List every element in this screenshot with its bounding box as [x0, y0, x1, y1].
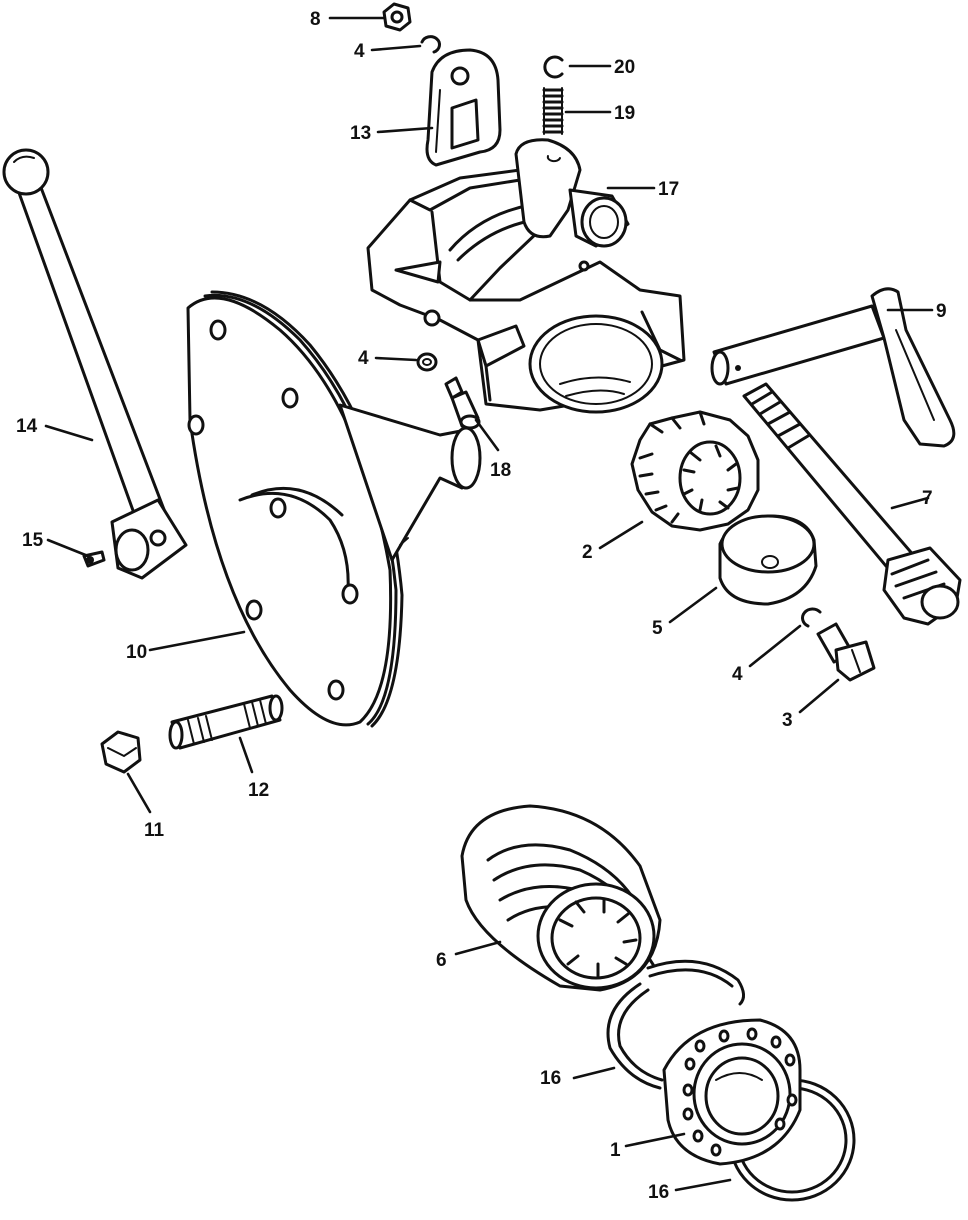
- callout-4b: 4: [358, 348, 369, 369]
- callout-3: 3: [782, 710, 793, 731]
- part-16-snap-ring-upper: [606, 959, 745, 1090]
- part-4-lock-washer-mid: [416, 352, 438, 372]
- callout-8: 8: [310, 9, 321, 30]
- callout-17: 17: [658, 179, 679, 200]
- part-1-bearing-race: [662, 1018, 802, 1166]
- part-15-pin: [82, 550, 106, 568]
- part-2-spline-gear: [630, 410, 760, 532]
- callout-12: 12: [248, 780, 269, 801]
- part-18-plunger: [444, 376, 481, 430]
- part-6-drum: [460, 804, 662, 992]
- callout-4a: 4: [354, 41, 365, 62]
- part-13-bracket: [425, 48, 502, 167]
- callout-16a: 16: [540, 1068, 561, 1089]
- callout-20: 20: [614, 57, 635, 78]
- part-14-lever-handle: [2, 148, 188, 580]
- callout-18: 18: [490, 460, 511, 481]
- part-3-bolt: [816, 622, 876, 682]
- part-9-crank-handle: [710, 287, 956, 448]
- part-4-lock-washer-top: [420, 35, 441, 54]
- part-19-spring: [542, 87, 564, 135]
- callout-11: 11: [144, 820, 165, 841]
- callout-16b: 16: [648, 1182, 669, 1203]
- part-7-shaft: [742, 382, 962, 626]
- callout-labels: 8 4 20 19 13 17 9 4 14 18 7 15 2 5 10 4 …: [16, 9, 947, 1203]
- callout-19: 19: [614, 103, 635, 124]
- part-10-flange-hub: [186, 290, 482, 728]
- part-11-hex-nut: [100, 730, 142, 774]
- callout-13: 13: [350, 123, 371, 144]
- callout-7: 7: [922, 488, 933, 509]
- part-5-disc-spacer: [718, 514, 818, 606]
- part-17-housing: [366, 138, 686, 414]
- callout-2: 2: [582, 542, 593, 563]
- callout-10: 10: [126, 642, 147, 663]
- callout-14: 14: [16, 416, 38, 437]
- callout-6: 6: [436, 950, 447, 971]
- callout-1: 1: [610, 1140, 621, 1161]
- leader-lines: [44, 16, 934, 1192]
- part-12-threaded-stud: [168, 694, 284, 750]
- part-4-lock-washer-low: [801, 607, 822, 628]
- part-20-retaining-ring: [543, 55, 564, 79]
- callout-9: 9: [936, 301, 947, 322]
- callout-4c: 4: [732, 664, 743, 685]
- callout-5: 5: [652, 618, 663, 639]
- callout-15: 15: [22, 530, 44, 551]
- part-8-nut: [382, 2, 412, 32]
